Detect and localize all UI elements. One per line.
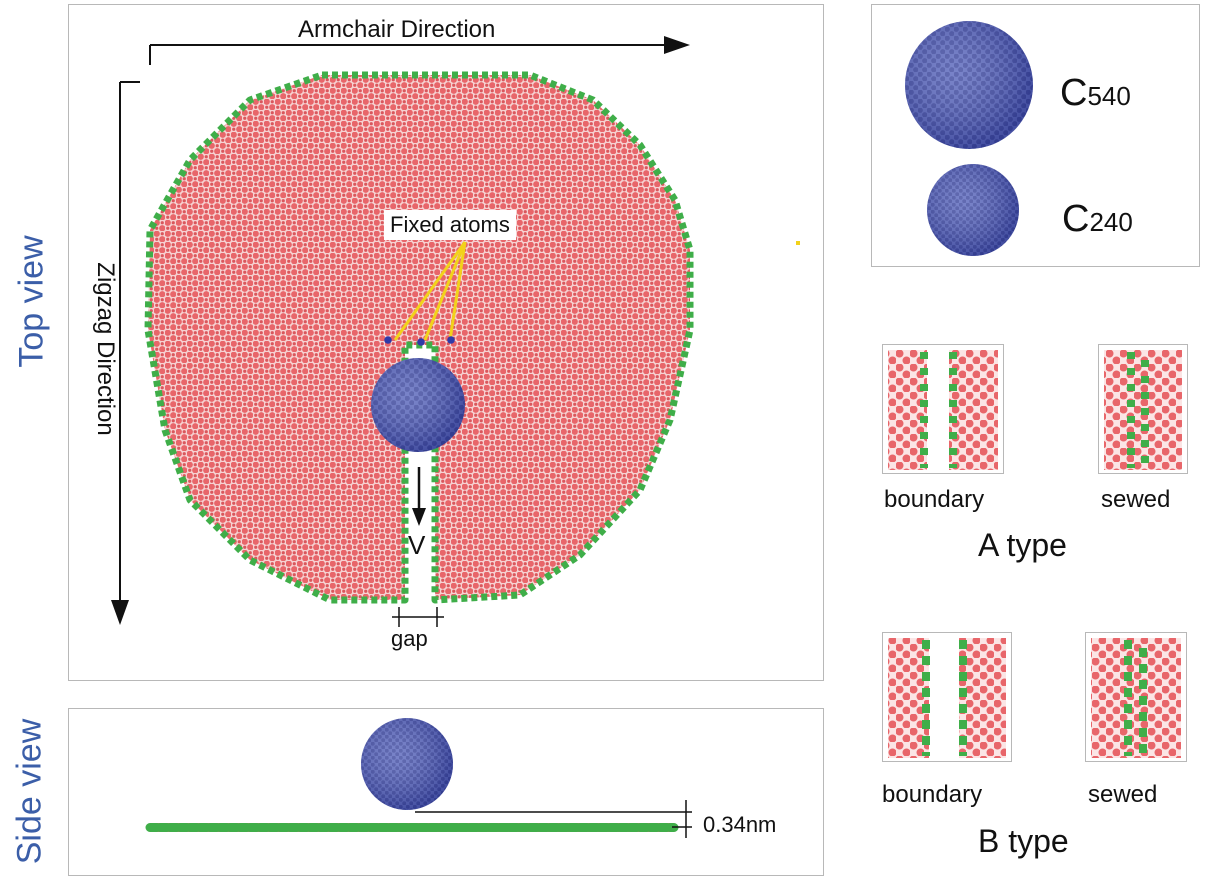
c540-subscript: 540 [1087, 81, 1131, 111]
gap-label: gap [391, 626, 428, 651]
gap-marker [392, 607, 444, 627]
velocity-label: V [408, 530, 426, 560]
fixed-atoms-label: Fixed atoms [384, 210, 516, 240]
side-view-drawing [145, 718, 692, 838]
a-type-sewed-drawing [1104, 350, 1182, 470]
c540-label: C540 [1060, 72, 1131, 115]
fullerene-top-view [371, 358, 465, 452]
b-type-boundary-drawing [888, 636, 1006, 760]
velocity-arrow [412, 467, 426, 526]
c240-fullerene [927, 164, 1019, 256]
c540-letter: C [1060, 72, 1088, 114]
a-type-sewed-label: sewed [1101, 486, 1171, 513]
a-type-boundary-drawing [888, 348, 998, 472]
b-type-title: B type [978, 823, 1069, 859]
zigzag-arrow [111, 81, 140, 625]
c240-subscript: 240 [1089, 207, 1133, 237]
side-view-panel [68, 708, 824, 876]
a-type-title: A type [978, 527, 1067, 563]
b-type-sewed-drawing [1091, 638, 1181, 758]
fixed-atoms [384, 241, 467, 346]
armchair-arrow [149, 36, 690, 65]
b-type-sewed-label: sewed [1088, 781, 1158, 808]
graphene-sheet [144, 71, 694, 604]
yellow-dot [796, 241, 800, 245]
b-type-boundary-label: boundary [882, 781, 983, 808]
a-type-boundary-label: boundary [884, 486, 985, 513]
c540-fullerene [905, 21, 1033, 149]
c240-letter: C [1062, 198, 1090, 240]
zigzag-direction-label: Zigzag Direction [92, 262, 119, 436]
thickness-label: 0.34nm [703, 812, 777, 837]
c240-label: C240 [1062, 198, 1133, 241]
armchair-direction-label: Armchair Direction [298, 16, 496, 43]
